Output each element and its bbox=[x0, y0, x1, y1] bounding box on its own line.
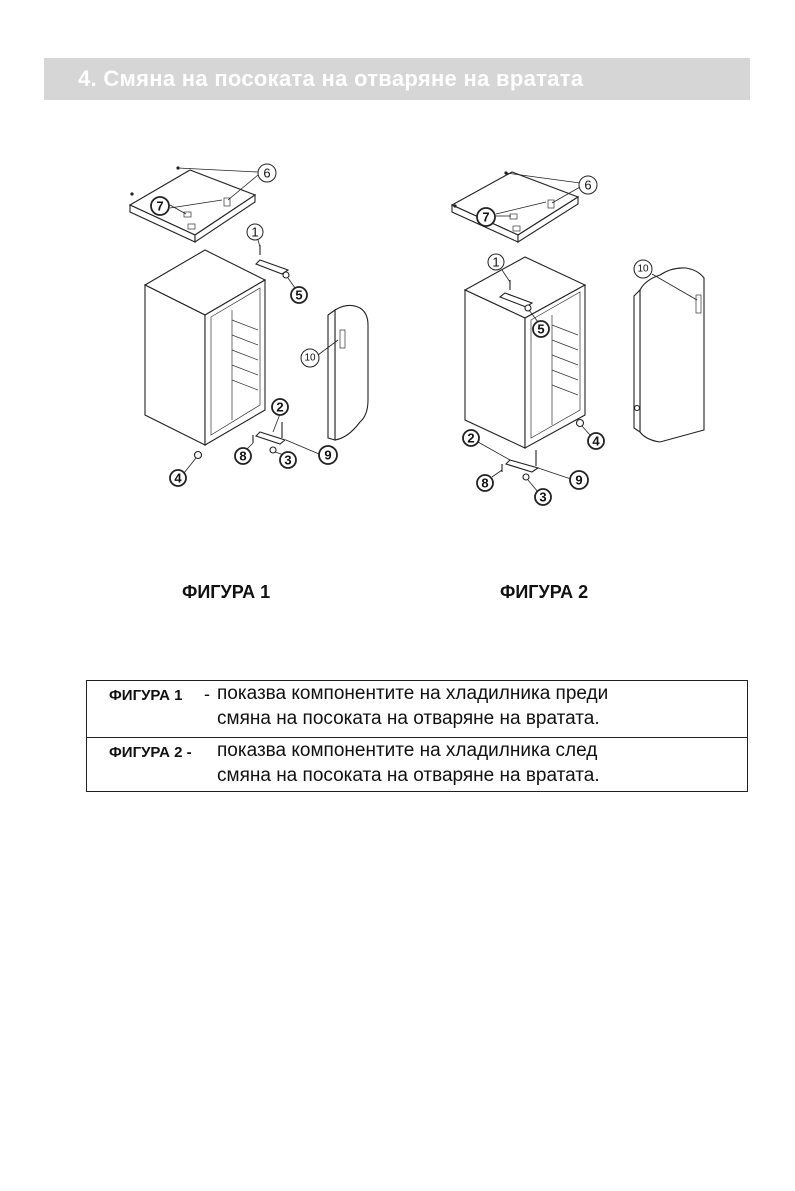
svg-text:5: 5 bbox=[537, 322, 544, 337]
top-panel bbox=[452, 171, 578, 242]
svg-text:8: 8 bbox=[481, 476, 488, 491]
cabinet-body bbox=[465, 257, 585, 448]
note-text-line-2: смяна на посоката на отваряне на вратата… bbox=[217, 708, 600, 730]
svg-text:2: 2 bbox=[276, 400, 283, 415]
bottom-hinge bbox=[502, 450, 538, 480]
callout-4: 4 bbox=[170, 458, 196, 486]
callout-4: 4 bbox=[582, 426, 604, 449]
svg-text:2: 2 bbox=[467, 431, 474, 446]
svg-text:10: 10 bbox=[304, 353, 316, 364]
figure-2-caption: ФИГУРА 2 bbox=[500, 582, 588, 603]
callout-9: 9 bbox=[538, 468, 588, 489]
svg-text:3: 3 bbox=[539, 490, 546, 505]
svg-text:1: 1 bbox=[251, 225, 258, 240]
note-text-line-1: показва компонентите на хладилника преди bbox=[217, 683, 608, 705]
notes-table: ФИГУРА 1 - показва компонентите на хлади… bbox=[86, 680, 748, 792]
svg-text:3: 3 bbox=[284, 453, 291, 468]
svg-text:6: 6 bbox=[584, 178, 591, 193]
callout-8: 8 bbox=[235, 443, 253, 464]
svg-text:1: 1 bbox=[492, 255, 499, 270]
callout-5: 5 bbox=[288, 278, 307, 303]
svg-text:10: 10 bbox=[637, 264, 649, 275]
note-text-line-1: показва компонентите на хладилника след bbox=[217, 740, 597, 762]
callout-2: 2 bbox=[272, 399, 288, 432]
cabinet-body bbox=[145, 250, 265, 459]
section-title-bar: 4. Смяна на посоката на отваряне на врат… bbox=[44, 58, 750, 100]
callout-1: 1 bbox=[247, 224, 263, 247]
callout-3: 3 bbox=[275, 452, 296, 468]
top-hinge bbox=[256, 245, 289, 278]
svg-text:8: 8 bbox=[239, 449, 246, 464]
note-label: ФИГУРА 1 bbox=[109, 687, 182, 704]
door bbox=[634, 268, 704, 442]
door bbox=[328, 305, 368, 440]
section-title: 4. Смяна на посоката на отваряне на врат… bbox=[78, 66, 583, 92]
note-text-line-2: смяна на посоката на отваряне на вратата… bbox=[217, 765, 600, 787]
figure-1-diagram: 6 7 1 5 10 2 8 3 9 4 bbox=[110, 150, 370, 510]
callout-3: 3 bbox=[528, 480, 551, 505]
figure-1-caption: ФИГУРА 1 bbox=[182, 582, 270, 603]
svg-text:5: 5 bbox=[295, 288, 302, 303]
callout-8: 8 bbox=[477, 470, 502, 491]
note-row-figure-1: ФИГУРА 1 - показва компонентите на хлади… bbox=[87, 681, 747, 737]
note-label: ФИГУРА 2 - bbox=[109, 744, 192, 761]
note-separator: - bbox=[204, 684, 210, 705]
svg-text:6: 6 bbox=[263, 166, 270, 181]
svg-text:7: 7 bbox=[482, 210, 489, 225]
svg-text:7: 7 bbox=[156, 199, 163, 214]
svg-text:9: 9 bbox=[575, 473, 582, 488]
svg-text:4: 4 bbox=[592, 434, 600, 449]
bottom-hinge bbox=[253, 422, 285, 453]
note-row-figure-2: ФИГУРА 2 - показва компонентите на хлади… bbox=[87, 737, 747, 794]
svg-text:9: 9 bbox=[324, 448, 331, 463]
figure-2-diagram: 6 7 1 5 10 4 2 8 3 9 bbox=[440, 150, 720, 520]
svg-text:4: 4 bbox=[174, 471, 182, 486]
